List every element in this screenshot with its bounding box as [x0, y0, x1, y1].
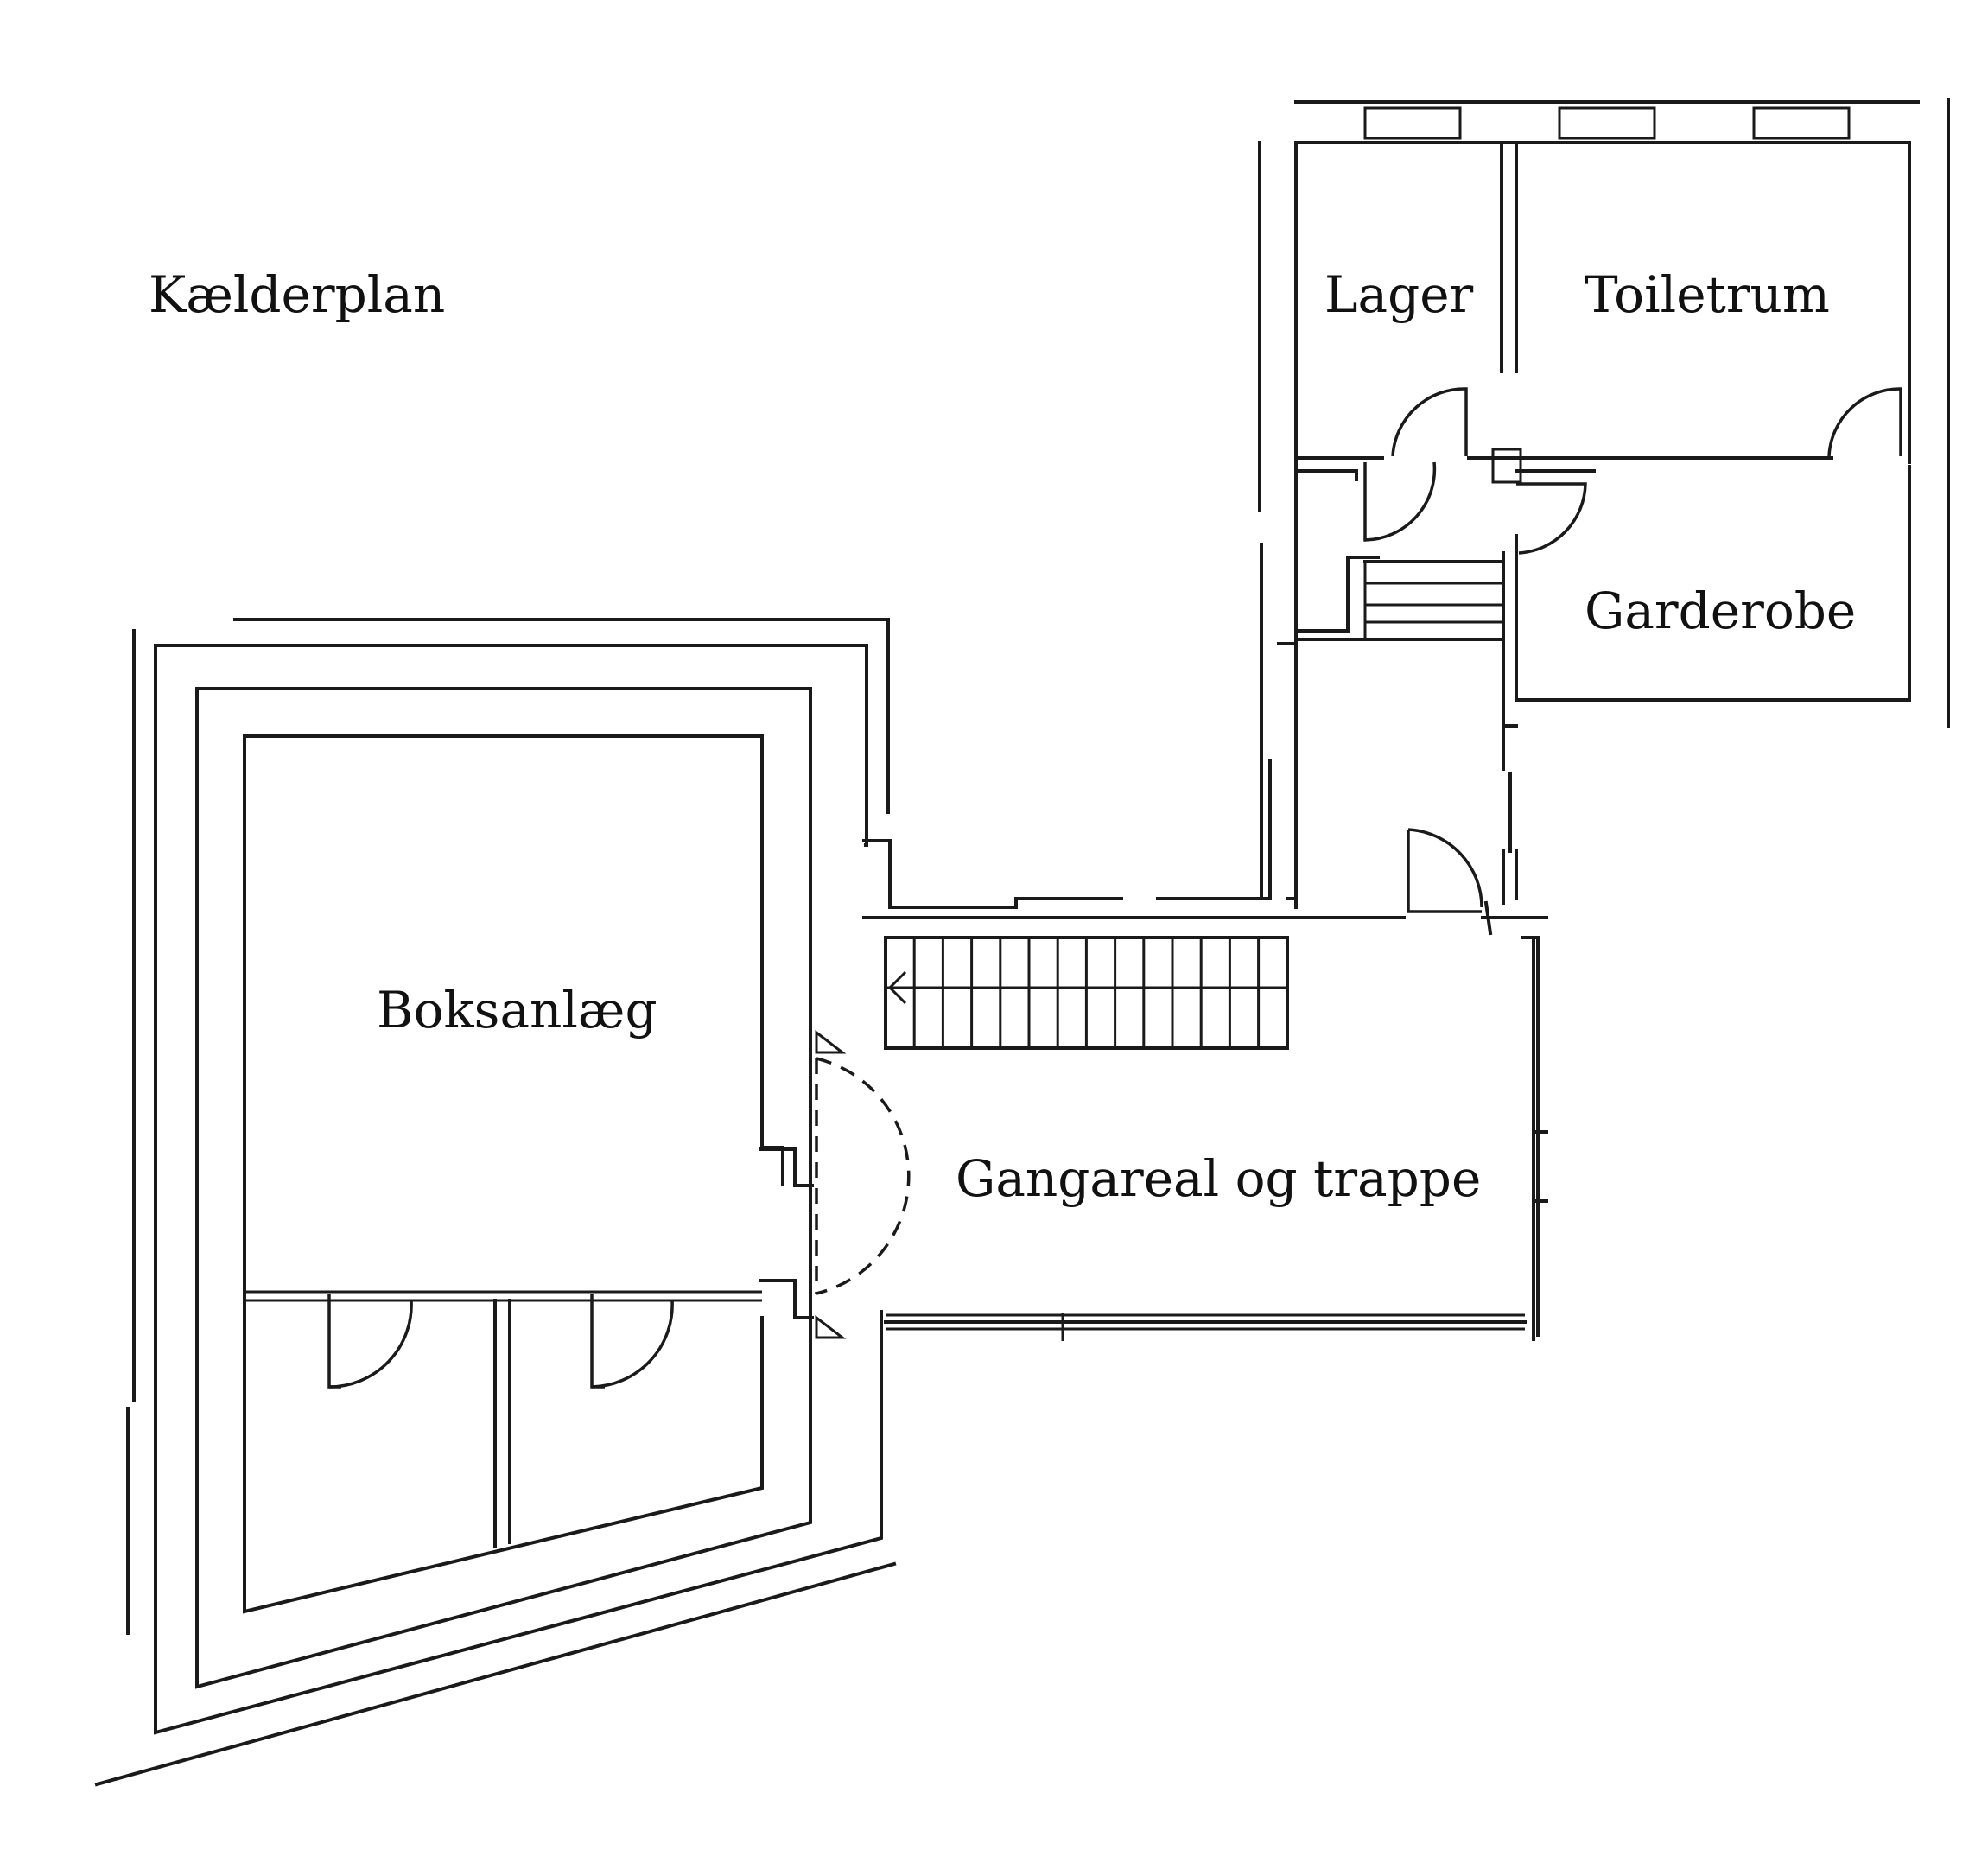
corridor-walls	[862, 759, 1548, 1341]
vault-walls	[94, 618, 897, 1787]
stairs	[886, 938, 1287, 1048]
upper-doors	[1363, 387, 1902, 913]
plan-title: Kælderplan	[149, 265, 446, 324]
room-label-boksanlaeg: Boksanlæg	[377, 981, 657, 1039]
room-label-garderobe: Garderobe	[1585, 582, 1857, 640]
room-label-lager: Lager	[1324, 265, 1474, 324]
stair-arrow-icon	[887, 970, 907, 1005]
room-label-gangareal: Gangareal og trappe	[956, 1149, 1482, 1208]
room-label-toiletrum: Toiletrum	[1585, 265, 1830, 324]
vault-door	[815, 1029, 911, 1339]
upper-block-walls	[1258, 98, 1950, 936]
